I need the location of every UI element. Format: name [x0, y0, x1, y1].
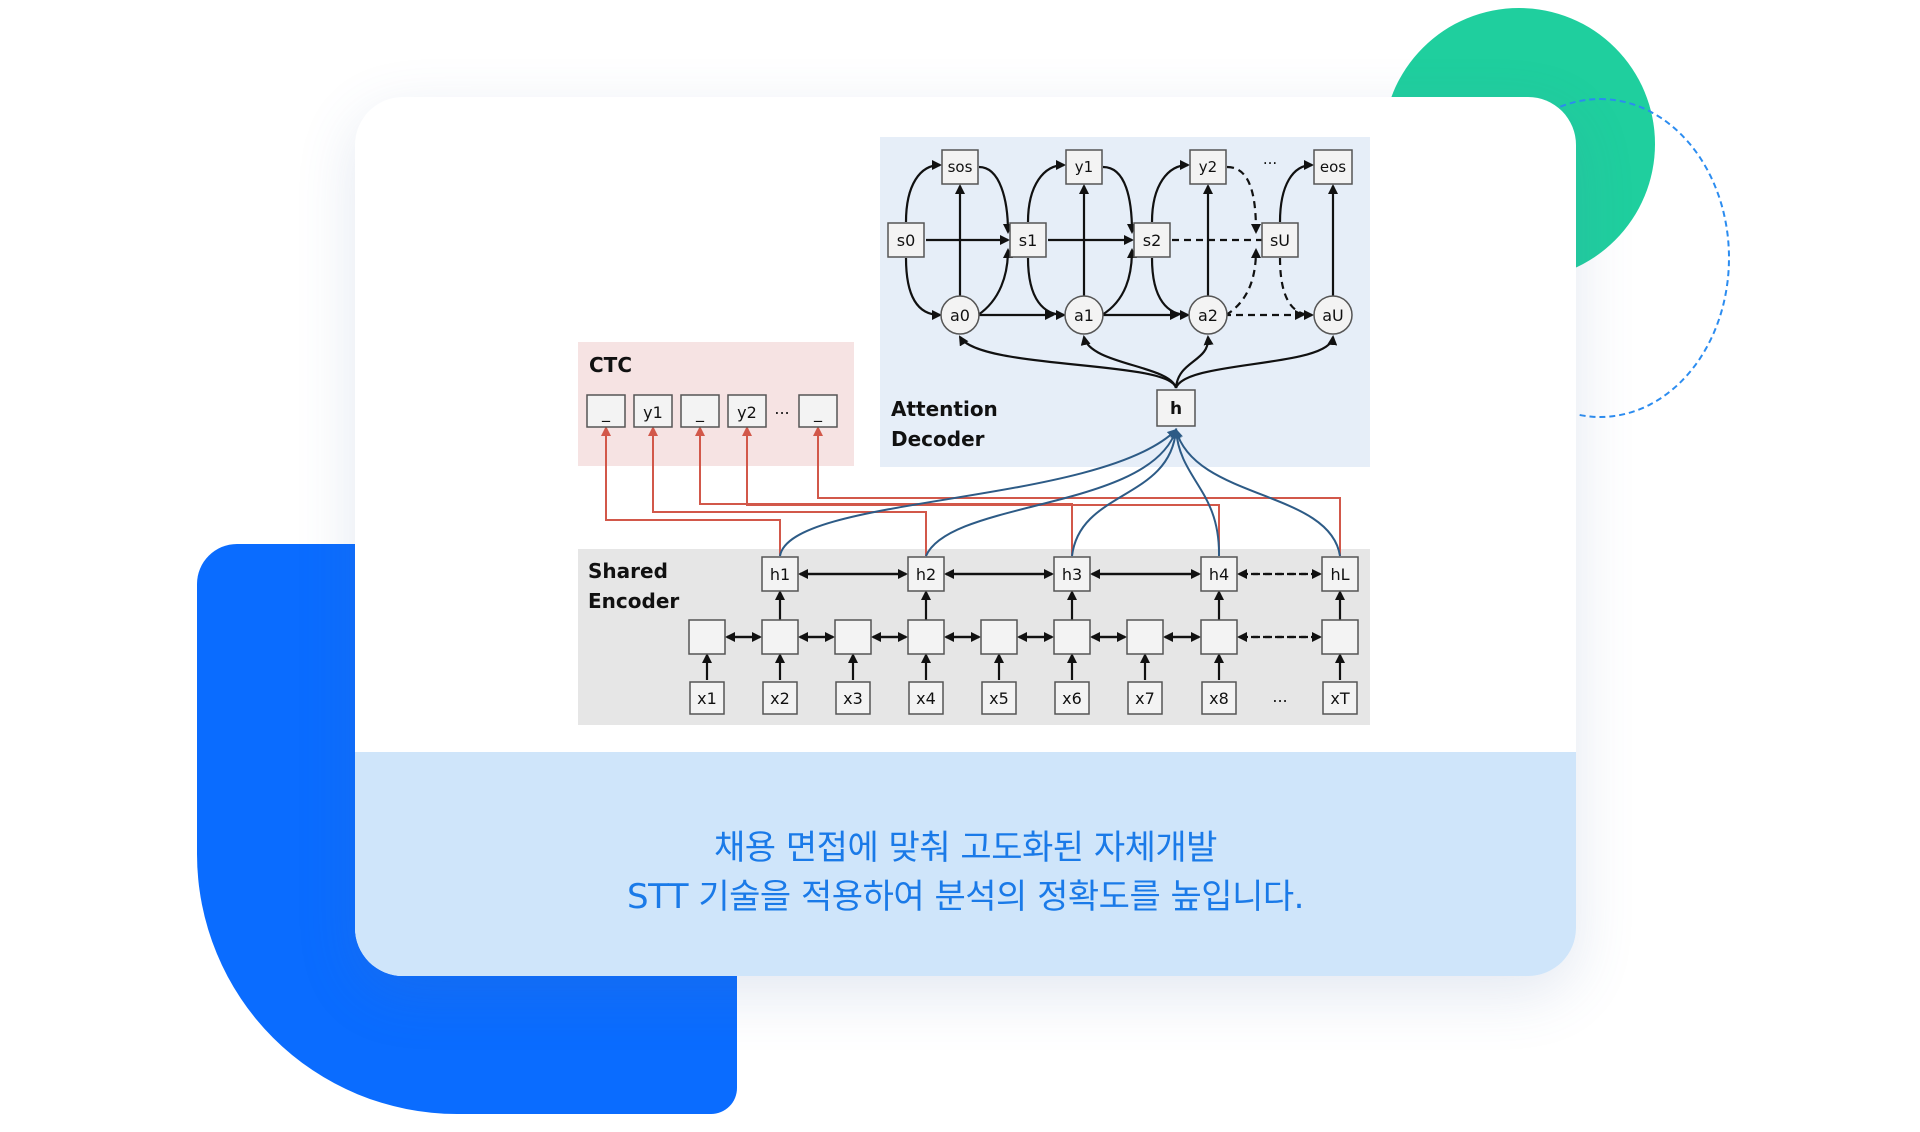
rnn-cell: [1053, 619, 1091, 655]
input-box: [908, 681, 944, 715]
hidden-label: hL: [1330, 565, 1349, 584]
ctc-arrows: [601, 426, 1341, 556]
input-box: [981, 681, 1017, 715]
hidden-box: [1200, 556, 1238, 592]
rnn-cell: [1200, 619, 1238, 655]
attention-label: a0: [950, 306, 970, 325]
context-h-box: [1156, 389, 1196, 427]
hidden-box: [1053, 556, 1091, 592]
input-box: [1201, 681, 1237, 715]
encoder-inputs: x1 x2 x3 x4 x5 x6 x7 x8 ... xT: [689, 681, 1358, 715]
input-box: [1054, 681, 1090, 715]
rnn-cell: [834, 619, 872, 655]
ctc-box-y1: [633, 394, 673, 428]
encoder-to-h-arrows: [779, 428, 1341, 557]
rnn-cell: [688, 619, 726, 655]
ctc-label: y2: [737, 403, 757, 422]
decoder-arrows: [904, 160, 1338, 389]
encoder-arrows: [702, 569, 1345, 680]
encoder-cells: [688, 619, 1359, 655]
encoder-hidden: h1 h2 h3 h4 hL: [761, 556, 1359, 592]
ctc-box-blank: [586, 394, 626, 428]
rnn-cell: [1321, 619, 1359, 655]
hidden-box: [907, 556, 945, 592]
caption-line-1: 채용 면접에 맞춰 고도화된 자체개발: [714, 828, 1217, 868]
state-box: [1261, 222, 1299, 258]
ctc-label: _: [813, 403, 823, 423]
ctc-box-blank: [680, 394, 720, 428]
attention-label: a1: [1074, 306, 1094, 325]
input-label: x4: [916, 689, 936, 708]
caption-band: 채용 면접에 맞춰 고도화된 자체개발 STT 기술을 적용하여 분석의 정확도…: [355, 752, 1576, 976]
output-box-y2: [1189, 149, 1227, 185]
hidden-label: h1: [770, 565, 790, 584]
input-label: x3: [843, 689, 863, 708]
state-label: sU: [1270, 231, 1290, 250]
ctc-label: _: [695, 403, 705, 423]
output-box-y1: [1065, 149, 1103, 185]
input-label: x7: [1135, 689, 1155, 708]
attention-circle: [940, 295, 980, 335]
ctc-box-blank: [798, 394, 838, 428]
hidden-label: h2: [916, 565, 936, 584]
output-ellipsis: ...: [1263, 150, 1277, 168]
encoder-title-line1: Shared: [588, 559, 668, 583]
state-box: [1133, 222, 1171, 258]
ctc-label: y1: [643, 403, 663, 422]
decoder-outputs: sos y1 y2 ... eos: [941, 149, 1353, 185]
input-box: [1322, 681, 1358, 715]
input-label: x2: [770, 689, 790, 708]
output-label: y1: [1075, 158, 1093, 176]
input-box: [835, 681, 871, 715]
state-label: s1: [1019, 231, 1038, 250]
decoder-states: s0 s1 s2 sU: [887, 222, 1299, 258]
input-label: xT: [1330, 689, 1349, 708]
output-box-eos: [1313, 149, 1353, 185]
input-label: x5: [989, 689, 1009, 708]
hidden-box: [1321, 556, 1359, 592]
attention-circle: [1313, 295, 1353, 335]
context-h-label: h: [1170, 399, 1182, 419]
hidden-box: [761, 556, 799, 592]
output-box-sos: [941, 149, 979, 185]
encoder-title-line2: Encoder: [588, 589, 679, 613]
attention-circle: [1188, 295, 1228, 335]
attention-label: aU: [1322, 306, 1344, 325]
state-label: s0: [897, 231, 916, 250]
input-box: [1127, 681, 1163, 715]
output-label: eos: [1320, 158, 1346, 176]
state-box: [1009, 222, 1047, 258]
attention-label: a2: [1198, 306, 1218, 325]
attention-title-line1: Attention: [891, 397, 998, 421]
attention-circle: [1064, 295, 1104, 335]
hidden-label: h3: [1062, 565, 1082, 584]
state-label: s2: [1143, 231, 1162, 250]
input-label: x6: [1062, 689, 1082, 708]
rnn-cell: [980, 619, 1018, 655]
rnn-cell: [1126, 619, 1164, 655]
ctc-box-y2: [727, 394, 767, 428]
input-ellipsis: ...: [1272, 687, 1287, 706]
ctc-ellipsis: ...: [774, 399, 789, 418]
caption-line-2: STT 기술을 적용하여 분석의 정확도를 높입니다.: [627, 877, 1304, 917]
state-box: [887, 222, 925, 258]
ctc-label: _: [601, 403, 611, 423]
rnn-cell: [907, 619, 945, 655]
input-box: [689, 681, 725, 715]
attention-nodes: a0 a1 a2 aU: [940, 295, 1353, 335]
input-box: [762, 681, 798, 715]
hidden-label: h4: [1209, 565, 1229, 584]
output-label: y2: [1199, 158, 1217, 176]
input-label: x8: [1209, 689, 1229, 708]
attention-title-line2: Decoder: [891, 427, 985, 451]
output-label: sos: [948, 158, 973, 176]
input-label: x1: [697, 689, 717, 708]
ctc-title: CTC: [589, 353, 632, 377]
ctc-labels: _ y1 _ y2 ... _: [586, 394, 838, 428]
rnn-cell: [761, 619, 799, 655]
